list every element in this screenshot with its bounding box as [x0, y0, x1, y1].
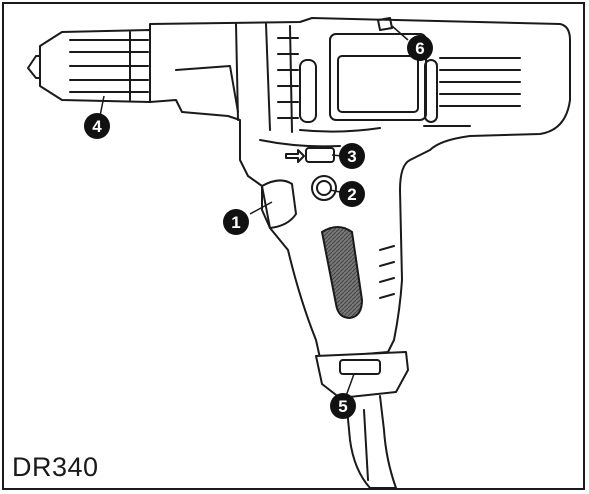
- diagram-frame: [2, 2, 585, 490]
- callout-6: 6: [407, 35, 433, 61]
- svg-text:2: 2: [347, 185, 356, 204]
- svg-text:4: 4: [92, 117, 102, 136]
- cord-protector: [315, 351, 409, 489]
- svg-text:6: 6: [415, 39, 424, 58]
- callout-5: 5: [330, 393, 356, 419]
- svg-text:5: 5: [338, 397, 347, 416]
- motor-vents: [377, 17, 521, 127]
- svg-text:1: 1: [231, 213, 240, 232]
- callout-2: 2: [339, 181, 365, 207]
- grip: [321, 226, 395, 319]
- callout-1: 1: [223, 209, 249, 235]
- callout-3: 3: [339, 143, 365, 169]
- keyless-chuck: [27, 29, 151, 103]
- model-label: DR340: [12, 452, 99, 482]
- callout-4: 4: [84, 113, 110, 139]
- lock-on-button: [311, 175, 337, 201]
- trigger-switch: [261, 179, 297, 229]
- svg-text:3: 3: [347, 147, 356, 166]
